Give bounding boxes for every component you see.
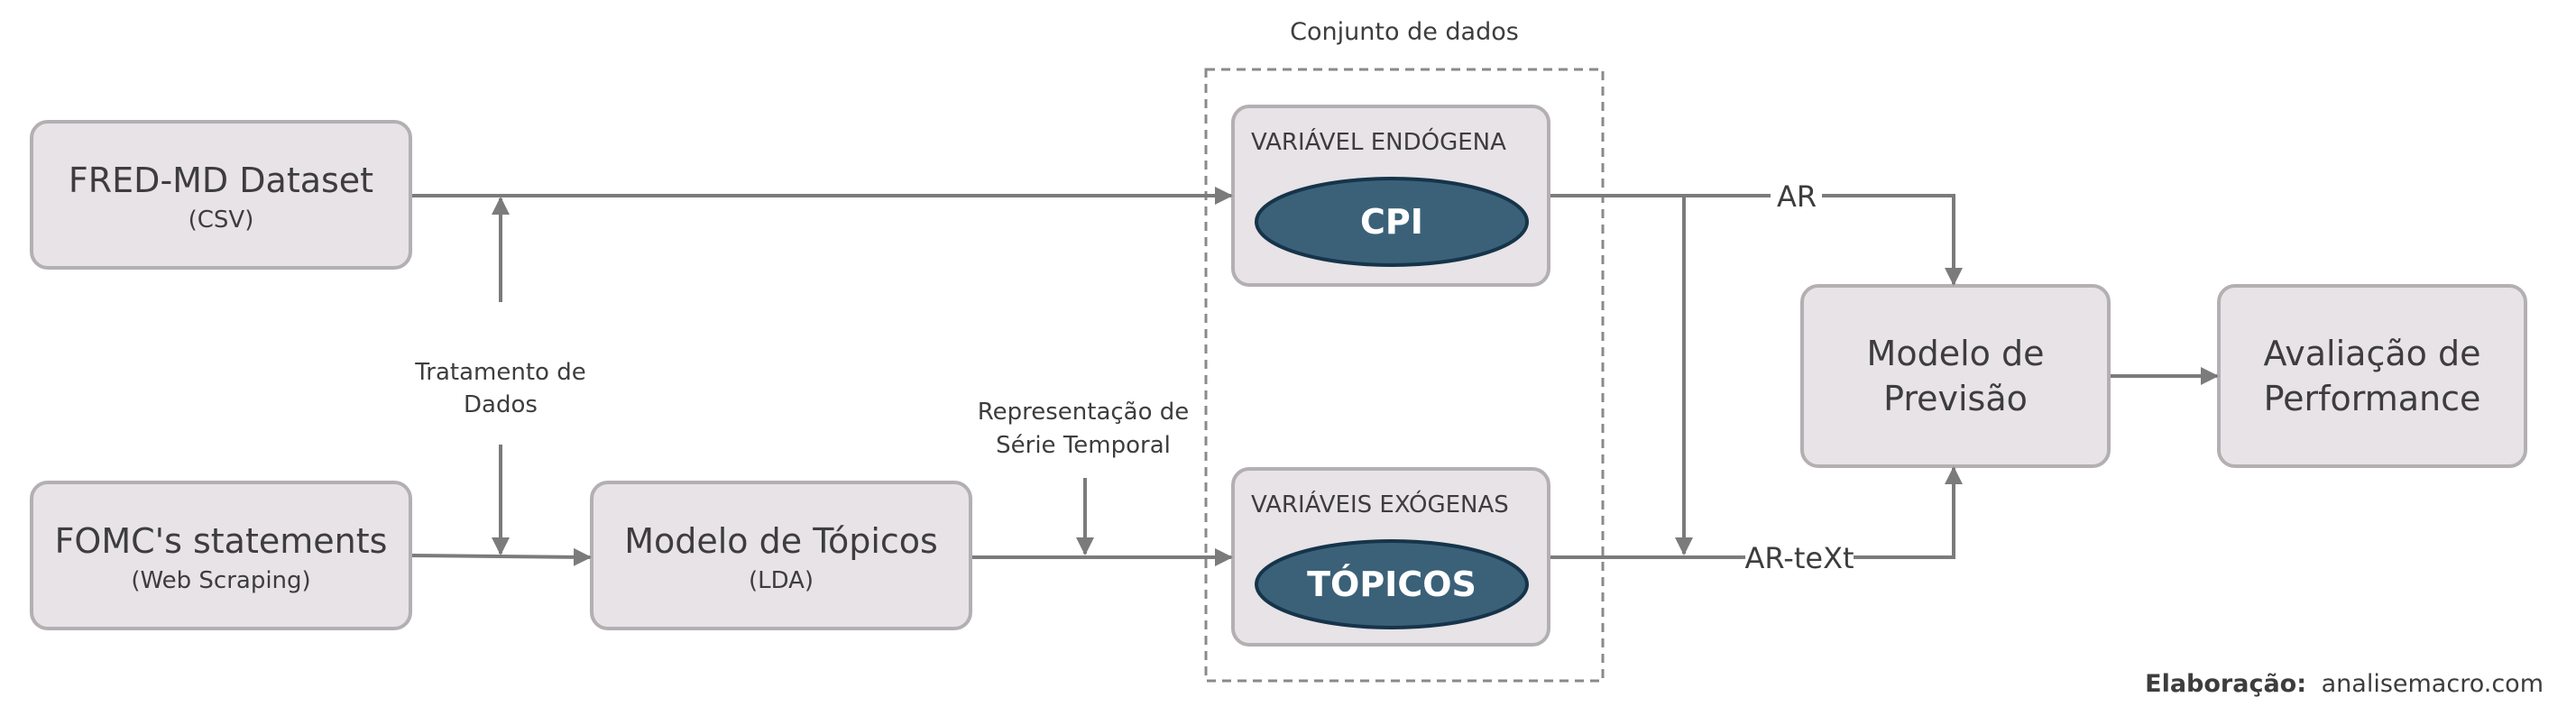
tratamento-label-line1: Tratamento de — [414, 359, 585, 386]
footer-prefix: Elaboração: — [2145, 670, 2306, 698]
topicos-label: TÓPICOS — [1307, 564, 1477, 604]
topic-model-node: Modelo de Tópicos (LDA) — [590, 481, 972, 630]
forecast-model-line2: Previsão — [1883, 379, 2028, 418]
footer-credit: Elaboração: analisemacro.com — [2145, 670, 2544, 698]
edge-fomc-to-topic-model — [411, 547, 592, 566]
performance-evaluation-node: Avaliação de Performance — [2217, 284, 2527, 468]
topicos-ellipse — [1255, 539, 1529, 629]
endogenous-variable-node: VARIÁVEL ENDÓGENA CPI — [1231, 105, 1550, 287]
forecast-model-node: Modelo de Previsão — [1800, 284, 2111, 468]
exogenous-header: VARIÁVEIS EXÓGENAS — [1251, 490, 1509, 519]
footer-site: analisemacro.com — [2322, 670, 2544, 698]
edge-artext-to-forecast — [1854, 466, 1963, 559]
ar-text-label: AR-teXt — [1744, 541, 1854, 575]
forecast-model-line1: Modelo de — [1867, 334, 2045, 373]
topic-model-sublabel: (LDA) — [749, 567, 814, 594]
performance-line2: Performance — [2264, 379, 2481, 418]
tratamento-label-line2: Dados — [464, 391, 538, 418]
exogenous-variables-node: VARIÁVEIS EXÓGENAS TÓPICOS — [1231, 467, 1550, 647]
fred-md-label: FRED-MD Dataset — [69, 161, 373, 200]
edge-ar-to-forecast — [1822, 194, 1963, 286]
fomc-label: FOMC's statements — [55, 521, 388, 561]
dataset-frame — [1204, 68, 1605, 683]
dataset-title: Conjunto de dados — [1290, 18, 1519, 46]
fred-md-dataset-node: FRED-MD Dataset (CSV) — [30, 120, 412, 270]
representacao-label-line1: Representação de — [978, 399, 1190, 426]
fred-md-sublabel: (CSV) — [189, 206, 254, 234]
representacao-label-line2: Série Temporal — [996, 432, 1171, 459]
topic-model-label: Modelo de Tópicos — [624, 521, 938, 561]
performance-line1: Avaliação de — [2264, 334, 2481, 373]
cpi-ellipse — [1255, 177, 1529, 267]
fomc-sublabel: (Web Scraping) — [131, 567, 310, 594]
cpi-label: CPI — [1360, 202, 1423, 242]
ar-label: AR — [1777, 179, 1817, 214]
fomc-statements-node: FOMC's statements (Web Scraping) — [30, 481, 412, 630]
endogenous-header: VARIÁVEL ENDÓGENA — [1251, 127, 1506, 156]
